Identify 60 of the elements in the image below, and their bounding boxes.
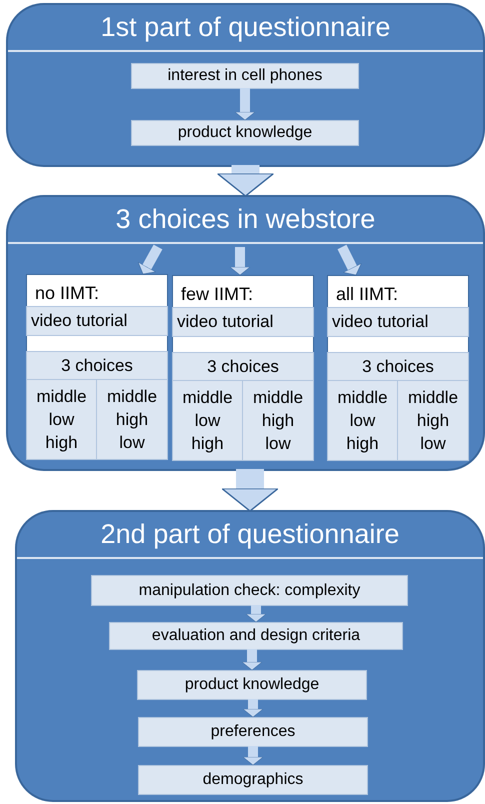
- step-text: middle low high: [181, 387, 234, 455]
- block-arrow: [246, 605, 266, 622]
- condition-column: [173, 276, 313, 460]
- condition-cell: [243, 381, 313, 460]
- condition-cell: [97, 380, 167, 459]
- step-text: 3 choices: [60, 355, 134, 377]
- condition-heading: all IIMT:: [336, 283, 398, 306]
- stage-panel: [8, 5, 483, 165]
- block-arrow: [242, 746, 264, 766]
- condition-cell: [173, 308, 313, 336]
- condition-cell: [27, 380, 96, 459]
- step-box: [132, 64, 358, 88]
- condition-heading: few IIMT:: [181, 283, 254, 306]
- step-box: [92, 576, 407, 605]
- block-arrow: [234, 88, 256, 120]
- step-text: product knowledge: [184, 675, 320, 695]
- step-box: [139, 766, 367, 794]
- panel-title: 1st part of questionnaire: [100, 14, 390, 40]
- block-arrow: [221, 469, 279, 512]
- step-box: [110, 623, 402, 649]
- panel-title: 3 choices in webstore: [116, 206, 376, 232]
- step-text: video tutorial: [30, 310, 128, 332]
- block-arrow: [216, 165, 274, 197]
- step-text: 3 choices: [361, 356, 435, 378]
- panel-title: 2nd part of questionnaire: [100, 520, 400, 548]
- step-text: video tutorial: [176, 311, 274, 333]
- step-text: video tutorial: [331, 311, 430, 333]
- step-text: 3 choices: [206, 356, 280, 378]
- block-arrow: [242, 649, 262, 670]
- condition-cell: [328, 308, 468, 336]
- step-text: preferences: [210, 722, 296, 742]
- condition-cell: [328, 381, 397, 460]
- step-text: manipulation check: complexity: [138, 580, 360, 600]
- condition-cell: [27, 352, 167, 380]
- block-arrow: [230, 247, 250, 276]
- step-text: middle high low: [106, 386, 158, 454]
- step-box: [138, 671, 366, 699]
- step-text: product knowledge: [178, 123, 312, 143]
- condition-cell: [27, 307, 167, 335]
- condition-cell: [328, 353, 468, 381]
- condition-column: [27, 275, 167, 459]
- step-text: demographics: [202, 770, 304, 790]
- step-text: interest in cell phones: [168, 66, 322, 86]
- step-text: middle low high: [35, 386, 88, 454]
- block-arrow: [138, 244, 162, 274]
- stage-panel: [17, 512, 483, 800]
- condition-heading: no IIMT:: [35, 282, 100, 305]
- step-text: middle low high: [336, 387, 389, 455]
- stage-panel: [8, 197, 483, 469]
- condition-column: [328, 276, 468, 460]
- step-text: middle high low: [406, 387, 460, 455]
- block-arrow: [242, 699, 264, 718]
- condition-cell: [398, 381, 468, 460]
- condition-cell: [173, 381, 242, 460]
- step-box: [139, 718, 367, 746]
- step-text: evaluation and design criteria: [152, 626, 360, 646]
- step-text: middle high low: [252, 387, 304, 455]
- step-box: [132, 121, 358, 145]
- condition-cell: [173, 353, 313, 381]
- block-arrow: [338, 244, 362, 276]
